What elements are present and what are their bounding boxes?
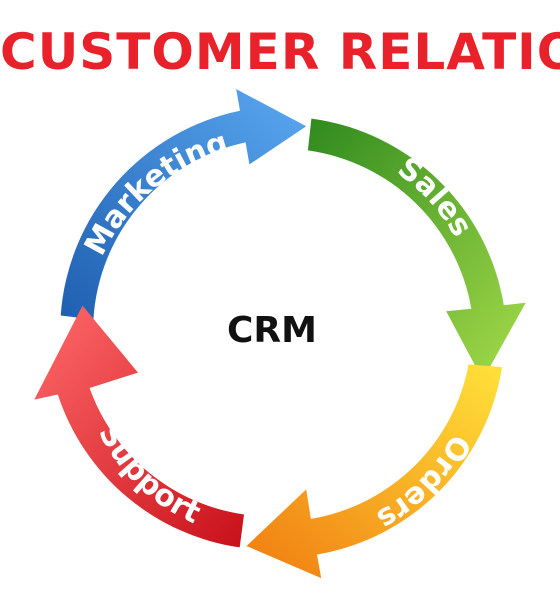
sales-label: Sales [391,151,479,243]
marketing-arrow [60,89,307,320]
orders-label: Orders [371,429,478,537]
marketing-label: Marketing [78,125,232,261]
sales-arrow [307,118,526,380]
sales-label-path: Sales [391,151,479,243]
page-title-text: CUSTOMER RELATIONSHIP MANAGEMENT [0,23,560,81]
page-title: CUSTOMER RELATIONSHIP MANAGEMENT [0,22,560,82]
center-label: CRM [227,310,317,351]
orders-label-path: Orders [371,429,478,537]
support-arrow [34,305,244,548]
orders-arrow [246,364,502,579]
marketing-label-path: Marketing [78,125,232,261]
